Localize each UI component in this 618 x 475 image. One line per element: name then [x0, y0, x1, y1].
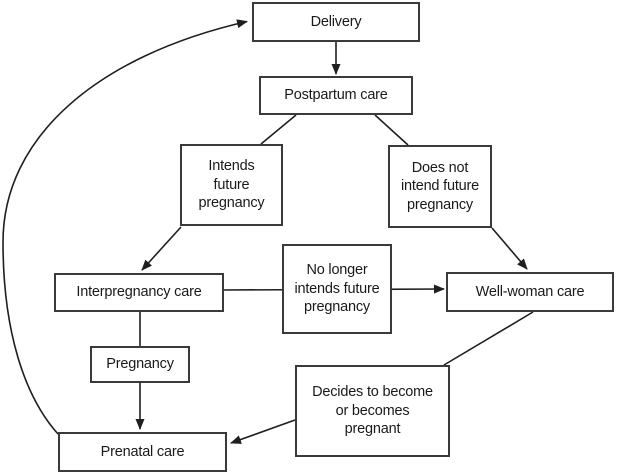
node-prenatal-care-label: Prenatal care — [100, 443, 185, 460]
node-well-woman-care-label: Well-woman care — [475, 283, 585, 300]
node-prenatal-care: Prenatal care — [58, 432, 227, 472]
node-no-longer-intends-future-pregnancy: No longer intends future pregnancy — [282, 244, 392, 334]
connector-intends-to-interpregnancy — [141, 226, 182, 271]
node-delivery: Delivery — [252, 2, 420, 42]
connector-decides-to-prenatal — [230, 419, 296, 444]
node-does-not-intend-future-pregnancy: Does not intend future pregnancy — [388, 145, 492, 228]
node-well-woman-care: Well-woman care — [446, 272, 614, 312]
node-postpartum-care: Postpartum care — [259, 76, 413, 115]
node-delivery-label: Delivery — [310, 13, 362, 30]
node-intends-future-pregnancy: Intends future pregnancy — [180, 144, 283, 226]
node-interpregnancy-care-label: Interpregnancy care — [76, 284, 202, 301]
connector-well-woman-to-decides — [443, 311, 534, 366]
node-no-longer-intends-future-pregnancy-label: No longer intends future pregnancy — [294, 262, 380, 316]
connector-postpartum-to-intends — [260, 114, 297, 145]
node-does-not-intend-future-pregnancy-label: Does not intend future pregnancy — [400, 159, 479, 213]
node-pregnancy-label: Pregnancy — [106, 356, 174, 373]
node-intends-future-pregnancy-label: Intends future pregnancy — [198, 158, 265, 212]
node-pregnancy: Pregnancy — [90, 346, 190, 383]
node-decides-to-become-or-becomes-pregnant: Decides to become or becomes pregnant — [295, 365, 450, 457]
connector-postpartum-to-does-not — [374, 114, 409, 146]
node-decides-to-become-or-becomes-pregnant-label: Decides to become or becomes pregnant — [312, 384, 433, 438]
connector-does-not-to-well-woman — [491, 227, 528, 270]
connector-prenatal-to-delivery-curve — [2, 19, 248, 435]
node-postpartum-care-label: Postpartum care — [284, 87, 388, 104]
node-interpregnancy-care: Interpregnancy care — [54, 273, 224, 312]
